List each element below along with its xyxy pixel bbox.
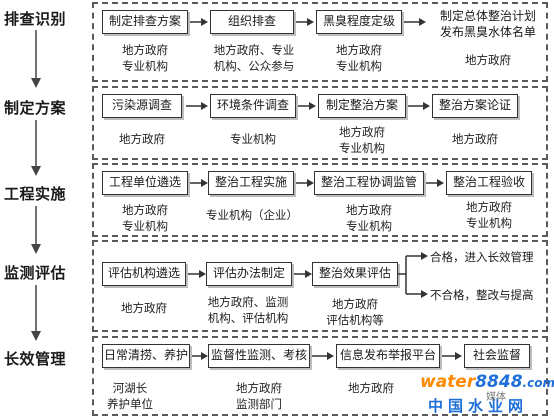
stage-label-planning: 制定方案 — [4, 99, 67, 117]
down-arrow-icon — [31, 120, 41, 176]
owner-row4-1: 地方政府 — [121, 301, 167, 315]
watermark-overlay-text: 媒体 — [486, 392, 506, 403]
right-arrow-icon — [186, 102, 208, 110]
right-arrow-icon — [404, 18, 426, 26]
step-evaluator-selection: 评估机构遴选 — [102, 262, 186, 286]
right-arrow-icon — [188, 270, 206, 278]
watermark-logo: water8848.com — [420, 372, 554, 392]
row-frame-implementation — [92, 163, 548, 237]
right-arrow-icon — [296, 18, 314, 26]
owner-row1-1: 地方政府专业机构 — [122, 43, 168, 73]
owner-row5-1: 河湖长养护单位 — [107, 381, 153, 411]
owner-row1-3: 地方政府专业机构 — [336, 43, 382, 73]
right-arrow-icon — [294, 270, 312, 278]
stage-label-monitoring: 监测评估 — [4, 264, 67, 282]
step-daily-cleanup: 日常清捞、养护 — [102, 344, 190, 368]
right-arrow-icon — [426, 179, 444, 187]
step-contractor-selection: 工程单位遴选 — [102, 171, 188, 195]
right-arrow-icon — [298, 102, 316, 110]
branch-arrows-icon — [398, 252, 428, 298]
right-arrow-icon — [190, 18, 208, 26]
step-overall-plan-line1: 制定总体整治计划 — [439, 9, 536, 23]
owner-row3-3: 地方政府专业机构 — [346, 203, 392, 233]
owner-row3-1: 地方政府专业机构 — [122, 203, 168, 233]
step-plan-review: 整治方案论证 — [432, 94, 518, 118]
right-arrow-icon — [408, 102, 430, 110]
step-investigation-plan: 制定排查方案 — [102, 10, 188, 34]
owner-row3-2: 专业机构（企业） — [206, 208, 298, 222]
step-effect-evaluation: 整治效果评估 — [312, 262, 398, 286]
right-arrow-icon — [190, 179, 208, 187]
watermark-site-name: 中国水业网 — [428, 397, 529, 415]
owner-row1-2: 地方政府、专业机构、公众参与 — [213, 43, 295, 73]
step-supervisory-monitoring: 监督性监测、考核 — [208, 344, 310, 368]
owner-row1-4: 地方政府 — [465, 53, 511, 67]
row-frame-long-term — [92, 336, 548, 416]
right-arrow-icon — [192, 352, 208, 360]
step-engineering-implementation: 整治工程实施 — [208, 171, 294, 195]
row-frame-investigation — [92, 2, 548, 82]
down-arrow-icon — [31, 285, 41, 341]
right-arrow-icon — [296, 179, 314, 187]
step-organize-investigation: 组织排查 — [210, 10, 294, 34]
step-public-supervision: 社会监督 — [464, 344, 530, 368]
owner-row5-2: 地方政府监测部门 — [236, 381, 282, 411]
step-overall-plan-line2: 发布黑臭水体名单 — [439, 25, 536, 39]
owner-row2-1: 地方政府 — [119, 132, 165, 146]
step-project-acceptance: 整治工程验收 — [446, 171, 532, 195]
owner-row2-2: 专业机构 — [230, 132, 276, 146]
outcome-pass: 合格，进入长效管理 — [430, 250, 534, 264]
owner-row4-3: 地方政府评估机构等 — [326, 297, 384, 327]
step-environment-survey: 环境条件调查 — [210, 94, 296, 118]
owner-row2-4: 地方政府 — [452, 132, 498, 146]
owner-row4-2: 地方政府、监测机构、评估机构 — [207, 295, 289, 325]
row-frame-planning — [92, 86, 548, 160]
stage-label-implementation: 工程实施 — [4, 185, 67, 203]
stage-label-long-term: 长效管理 — [4, 350, 67, 368]
down-arrow-icon — [31, 30, 41, 88]
owner-row5-3: 地方政府 — [348, 381, 394, 395]
down-arrow-icon — [31, 206, 41, 254]
stage-label-investigation: 排查识别 — [4, 10, 67, 28]
step-overall-plan-release: 制定总体整治计划 发布黑臭水体名单 — [430, 8, 546, 39]
step-coordination-supervision: 整治工程协调监管 — [314, 171, 424, 195]
outcome-fail: 不合格，整改与提高 — [430, 288, 534, 302]
right-arrow-icon — [442, 352, 462, 360]
step-severity-grading: 黑臭程度定级 — [316, 10, 402, 34]
step-pollution-survey: 污染源调查 — [102, 94, 182, 118]
step-info-release-platform: 信息发布举报平台 — [336, 344, 440, 368]
step-evaluation-method: 评估办法制定 — [206, 262, 292, 286]
owner-row2-3: 地方政府专业机构 — [339, 125, 385, 155]
row-frame-monitoring — [92, 240, 548, 332]
step-make-remediation-plan: 制定整治方案 — [318, 94, 406, 118]
right-arrow-icon — [312, 352, 334, 360]
owner-row3-4: 地方政府专业机构 — [466, 200, 512, 230]
